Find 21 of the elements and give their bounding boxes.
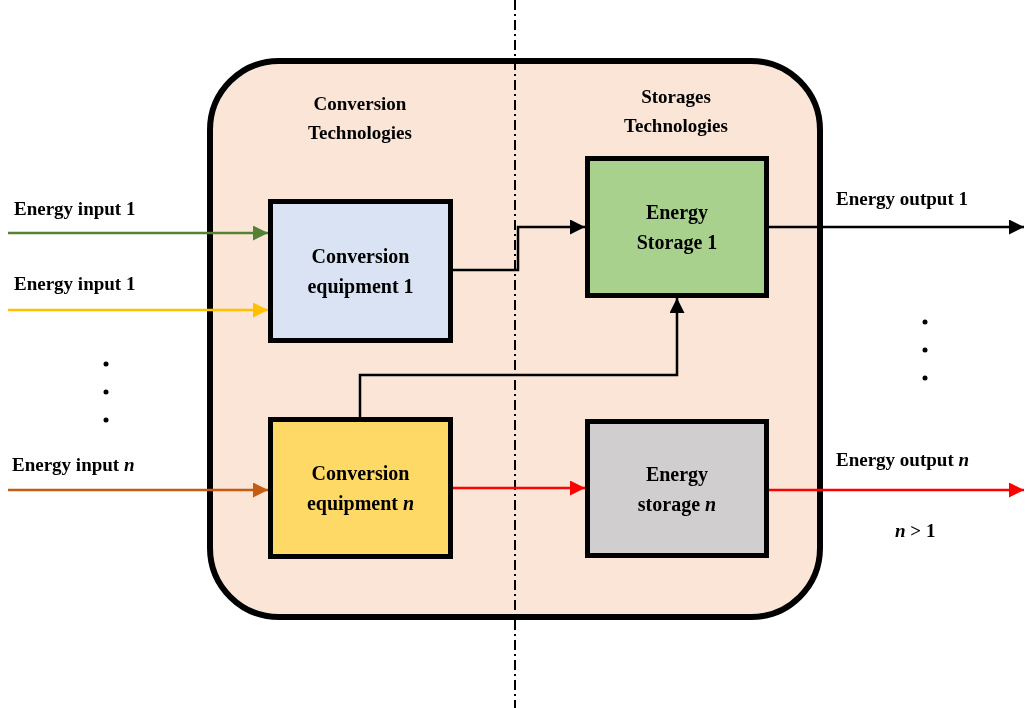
arrow	[769, 482, 1024, 498]
edge-label: Energy input 1	[14, 198, 136, 221]
process-box: Energy Storage 1	[585, 156, 769, 298]
arrow	[358, 298, 685, 417]
arrow	[8, 225, 268, 241]
edge-label: Energy output n	[836, 449, 970, 472]
system-boundary	[207, 58, 823, 620]
group-heading: Storages Technologies	[623, 85, 729, 138]
edge-label: Energy input n	[12, 454, 135, 477]
process-box: Conversion equipment n	[268, 417, 453, 559]
process-box: Energy storage n	[585, 419, 769, 558]
arrow	[453, 480, 585, 496]
condition-note: n > 1	[895, 520, 936, 543]
group-heading: Conversion Technologies	[307, 92, 413, 145]
process-box: Conversion equipment 1	[268, 199, 453, 343]
edge-label: Energy input 1	[14, 273, 136, 296]
arrow	[769, 219, 1024, 235]
arrow	[8, 302, 268, 318]
arrow	[453, 219, 585, 272]
edge-label: Energy output 1	[836, 188, 968, 211]
arrow	[8, 482, 268, 498]
